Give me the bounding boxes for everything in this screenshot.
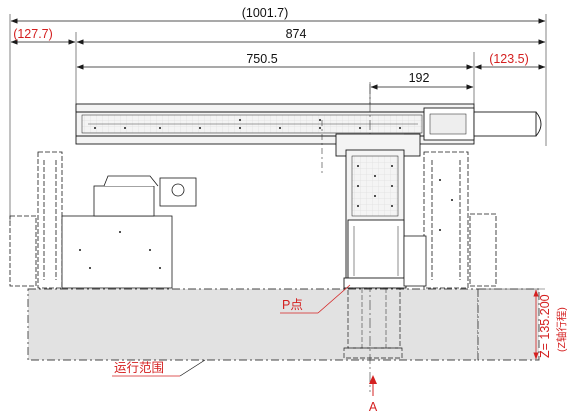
- dim-axis-length: 874: [286, 27, 307, 41]
- view-arrow: [369, 375, 377, 396]
- x-axis-beam: [75, 103, 542, 145]
- p-point-leader: [280, 284, 351, 314]
- z-dimension: [478, 288, 545, 360]
- dim-stroke: 750.5: [246, 52, 277, 66]
- motion-range-area: [27, 288, 540, 361]
- right-unit: [403, 133, 497, 289]
- dimension-lines: [10, 18, 546, 90]
- view-a-label: A: [369, 400, 378, 414]
- dim-right-overhang: (123.5): [489, 52, 529, 66]
- dim-overall: (1001.7): [242, 6, 289, 20]
- motion-range-leader: [112, 359, 206, 377]
- p-point-label: P点: [282, 298, 303, 312]
- dim-left-overhang: (127.7): [13, 27, 53, 41]
- z-stroke-note: (Z轴行程): [555, 307, 568, 352]
- z-axis-unit: [335, 133, 421, 359]
- motion-range-label: 运行范围: [114, 361, 164, 375]
- z-stroke-label: Z= 135.200: [538, 294, 552, 358]
- dim-offset: 192: [409, 71, 430, 85]
- left-unit: [9, 151, 197, 289]
